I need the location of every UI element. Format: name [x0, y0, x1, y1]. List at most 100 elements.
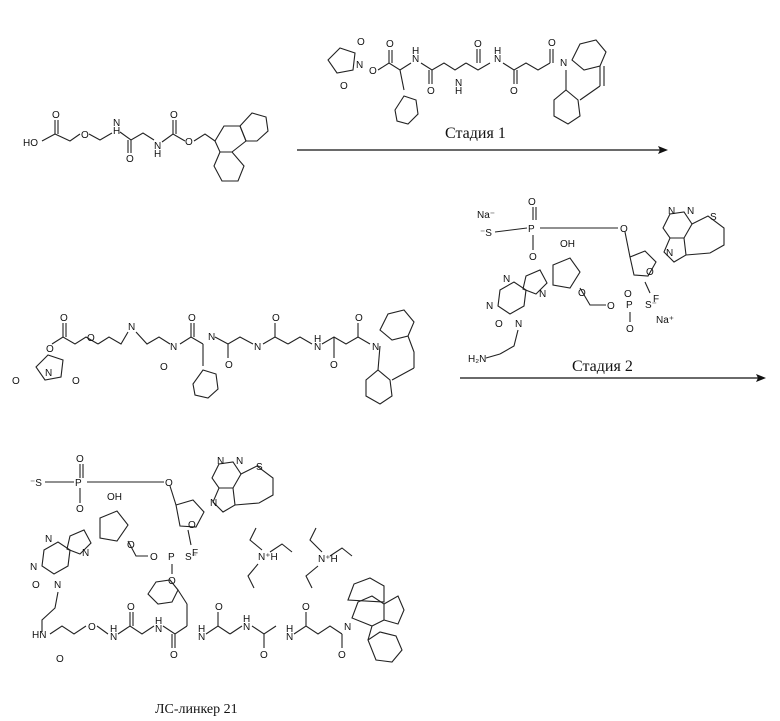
atom-s-prod-p2: S⁻: [185, 552, 197, 563]
atom-h-prod-2: H: [155, 616, 162, 627]
atom-n-guan-3: N: [486, 301, 493, 312]
atom-n-guan-1: N: [539, 289, 546, 300]
atom-p-prod-1: P: [75, 478, 82, 489]
stage1-reagent-structure: O O N O O N H O N H O N H O O N: [328, 37, 606, 124]
atom-o-p1-top: O: [528, 197, 536, 208]
atom-n-plus-h-1: N⁺H: [258, 552, 278, 563]
atom-na-plus: Na⁺: [656, 315, 674, 326]
stage2-arrow: [460, 374, 766, 382]
atom-o-int-carbonyl: O: [60, 313, 68, 324]
atom-o-ether: O: [81, 130, 89, 141]
intermediate-structure: O O N O O O N O N O N O N O N H O O N: [12, 310, 414, 404]
atom-n-pyr-3: N: [666, 248, 673, 259]
atom-n-prod-pyr-1: N: [217, 456, 224, 467]
atom-o-int-ether: O: [87, 333, 95, 344]
atom-o-sugar1-ring: O: [578, 288, 586, 299]
atom-p2: P: [626, 300, 633, 311]
atom-o-succ-2: O: [340, 81, 348, 92]
atom-o-succ-1: O: [357, 37, 365, 48]
atom-s-prod-p1: ⁻S: [30, 478, 42, 489]
atom-nh-int-2: N: [170, 342, 177, 353]
atom-o-int-gly-2: O: [272, 313, 280, 324]
atom-n-prod-dibo: N: [344, 622, 351, 633]
atom-o-dibo: O: [548, 38, 556, 49]
atom-o-int-dibo: O: [355, 313, 363, 324]
atom-o-p2-down: O: [626, 324, 634, 335]
stage2-reagent-structure: Na⁻ O ⁻S P O O OH O O F O O P S⁻ O Na⁺ N…: [468, 197, 724, 365]
triethylammonium-ion-2: N⁺H: [306, 528, 352, 588]
atom-n-plus-h-2: N⁺H: [318, 554, 338, 565]
stage1-arrow: [297, 146, 668, 154]
atom-o-prod-p1-link: O: [165, 478, 173, 489]
atom-o-int-gly-1: O: [225, 360, 233, 371]
atom-h-gly-1: H: [455, 86, 462, 97]
atom-o-int-nhs: O: [46, 344, 54, 355]
atom-n-prod-guan-3: N: [30, 562, 37, 573]
atom-ho: HO: [23, 138, 38, 149]
atom-s-p2: S⁻: [645, 300, 657, 311]
triethylammonium-ion-1: N⁺H: [248, 528, 292, 588]
atom-o-prod-5: O: [260, 650, 268, 661]
atom-s-p1: ⁻S: [480, 228, 492, 239]
atom-n-pyr-2: N: [687, 206, 694, 217]
atom-o-p2: O: [607, 301, 615, 312]
atom-n-prod-pyr-2: N: [236, 456, 243, 467]
atom-n-prod-guan-4: N: [54, 580, 61, 591]
stage2-label: Стадия 2: [572, 358, 633, 375]
atom-hn-prod: HN: [32, 630, 46, 641]
atom-n-int-1: N: [128, 322, 135, 333]
atom-o-int-phe: O: [188, 313, 196, 324]
atom-n-pyr-1: N: [668, 206, 675, 217]
atom-n-int-succ: N: [45, 368, 52, 379]
atom-o-carbamate: O: [170, 110, 178, 121]
atom-h2n: H₂N: [468, 354, 486, 365]
atom-o-prod-4: O: [215, 602, 223, 613]
atom-h-prod-1: H: [110, 624, 117, 635]
atom-o-prod-sugar2: O: [188, 520, 196, 531]
atom-o-prod-6: O: [302, 602, 310, 613]
atom-o-3prime: O: [529, 252, 537, 263]
atom-o-p1-link: O: [620, 224, 628, 235]
atom-o-nhs: O: [369, 66, 377, 77]
product-structure: O ⁻S P O O OH O O F O P S⁻ O N N N O N H…: [30, 454, 404, 665]
product-label: ЛС-линкер 21: [155, 702, 238, 717]
atom-h-prod-phe: H: [198, 624, 205, 635]
atom-h-int-gly-2: H: [314, 334, 321, 345]
atom-o-int-succ-1: O: [12, 376, 20, 387]
atom-o-int-2: O: [160, 362, 168, 373]
atom-o-prod-linker: O: [56, 654, 64, 665]
starting-material-structure: HO O O H N O N H O O: [23, 110, 268, 181]
atom-o-prod-3: O: [170, 650, 178, 661]
atom-o-gly-1: O: [427, 86, 435, 97]
atom-o-prod-p1-top: O: [76, 454, 84, 465]
atom-h-2: H: [154, 149, 161, 160]
atom-oh-prod: OH: [107, 492, 122, 503]
atom-n-guan-4: N: [515, 319, 522, 330]
atom-n-dibo: N: [560, 58, 567, 69]
atom-o-prod-7: O: [338, 650, 346, 661]
atom-o-prod-ether: O: [88, 622, 96, 633]
atom-o-carbonyl: O: [52, 110, 60, 121]
atom-o-prod-2: O: [127, 602, 135, 613]
atom-o-succinyl: O: [510, 86, 518, 97]
atom-s-thia: S: [710, 212, 717, 223]
atom-na-minus: Na⁻: [477, 210, 495, 221]
atom-o-sugar2: O: [624, 289, 632, 300]
atom-o-phe: O: [386, 39, 394, 50]
atom-n-1: N: [113, 118, 120, 129]
atom-o-ester: O: [185, 137, 193, 148]
atom-o-gly-2: O: [474, 39, 482, 50]
atom-o-int-succinyl: O: [330, 360, 338, 371]
atom-n-prod-guan-1: N: [82, 548, 89, 559]
atom-p1: P: [528, 224, 535, 235]
atom-o-amide: O: [126, 154, 134, 165]
stage1-label: Стадия 1: [445, 125, 506, 142]
atom-h-phe: H: [412, 46, 419, 57]
atom-o-guan: O: [495, 319, 503, 330]
atom-n-succ: N: [356, 60, 363, 71]
atom-oh-sugar1: OH: [560, 239, 575, 250]
atom-p-prod-2: P: [168, 552, 175, 563]
atom-o-prod-3prime: O: [76, 504, 84, 515]
atom-n-int-phe: N: [208, 332, 215, 343]
